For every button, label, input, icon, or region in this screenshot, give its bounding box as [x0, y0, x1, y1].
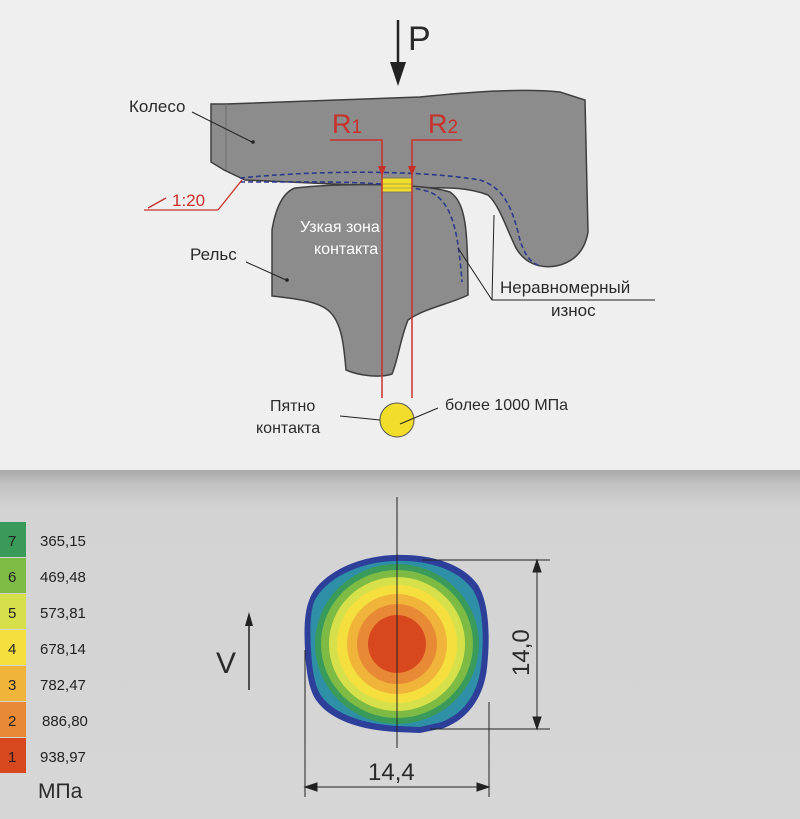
unit-label: МПа [38, 780, 83, 803]
legend-index-5: 5 [8, 605, 16, 622]
legend-index-2: 2 [8, 713, 16, 730]
narrow-zone-label-line2: контакта [314, 241, 378, 258]
rail-leader [245, 261, 287, 281]
contact-patch-label-line2: контакта [256, 420, 320, 437]
velocity-arrow [245, 612, 253, 690]
legend-value-2: 886,80 [42, 713, 88, 730]
contact-patch-label-line1: Пятно [270, 398, 315, 415]
wheel-leader [191, 111, 253, 143]
legend: 7 6 5 4 3 2 1 365,15 469,48 573,81 678,1… [0, 522, 88, 773]
force-label: P [408, 20, 431, 58]
legend-index-6: 6 [8, 569, 16, 586]
narrow-contact-zone [381, 177, 413, 193]
force-arrow [390, 20, 406, 86]
uneven-wear-leaders [457, 214, 655, 301]
legend-value-6: 469,48 [40, 569, 86, 586]
r2-label: R2 [428, 109, 458, 139]
narrow-zone-label-line1: Узкая зона [300, 219, 380, 236]
width-dimension [303, 650, 491, 797]
legend-value-7: 365,15 [40, 533, 86, 550]
width-dimension-label: 14,4 [368, 759, 415, 786]
wear-curve-wheel [239, 171, 541, 267]
legend-swatch-6 [0, 558, 26, 593]
legend-value-3: 782,47 [40, 677, 86, 694]
legend-value-1: 938,97 [40, 749, 86, 766]
legend-swatch-7 [0, 522, 26, 557]
rail-label: Рельс [190, 245, 237, 264]
legend-swatch-2 [0, 702, 26, 737]
velocity-label: V [216, 647, 236, 680]
uneven-wear-label-line2: износ [551, 301, 596, 320]
legend-swatch-4 [0, 630, 26, 665]
height-dimension [422, 558, 550, 731]
legend-value-4: 678,14 [40, 641, 86, 658]
legend-index-7: 7 [8, 533, 16, 550]
taper-label: 1:20 [172, 191, 205, 210]
legend-index-4: 4 [8, 641, 16, 658]
legend-index-3: 3 [8, 677, 16, 694]
legend-index-1: 1 [8, 749, 16, 766]
wheel-label: Колесо [129, 97, 186, 116]
height-dimension-label: 14,0 [508, 629, 535, 676]
pressure-label: более 1000 МПа [445, 397, 568, 414]
wear-curve-rail [239, 181, 463, 283]
legend-swatch-5 [0, 594, 26, 629]
radius-lines [330, 139, 462, 398]
legend-swatch-1 [0, 738, 26, 773]
r1-label: R1 [332, 109, 362, 139]
uneven-wear-label-line1: Неравномерный [500, 278, 630, 297]
rail-shape [271, 183, 469, 377]
legend-swatch-3 [0, 666, 26, 701]
legend-value-5: 573,81 [40, 605, 86, 622]
taper-annotation [144, 179, 243, 211]
